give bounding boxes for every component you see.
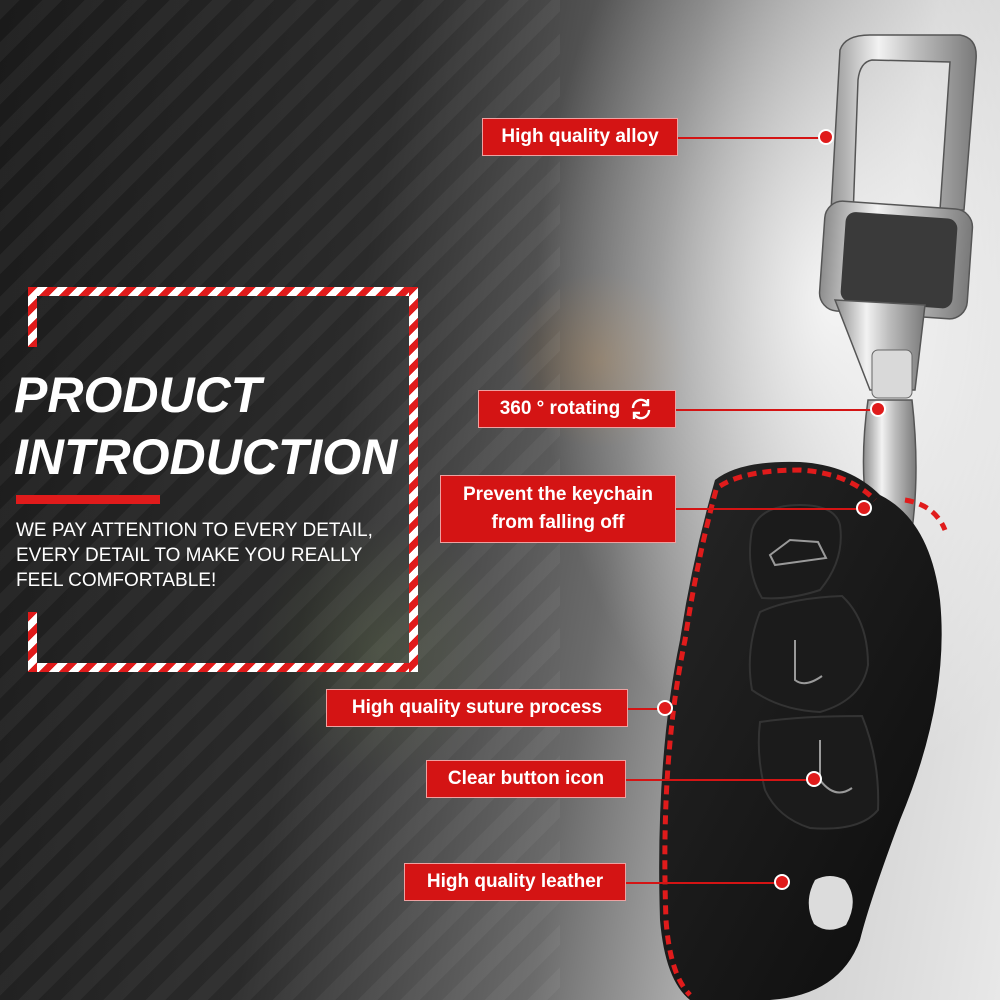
callout-prevent-dot (856, 500, 872, 516)
callout-suture-line (628, 708, 660, 710)
callout-clear-button-icon: Clear button icon (426, 760, 626, 798)
callout-leather-label: High quality leather (426, 871, 604, 892)
callout-suture-label: High quality suture process (351, 697, 603, 718)
rotate-arrows-icon (632, 398, 651, 420)
callout-leather-dot (774, 874, 790, 890)
intro-frame-right (409, 287, 418, 672)
callout-prevent-line (676, 508, 860, 510)
callout-alloy-line (678, 137, 826, 139)
callout-high-quality-alloy: High quality alloy (482, 118, 678, 156)
callout-rotating-line (676, 409, 872, 411)
intro-title-line1: PRODUCT (14, 367, 262, 423)
carabiner (818, 34, 977, 531)
callout-high-quality-leather: High quality leather (404, 863, 626, 901)
intro-frame-left-top (28, 287, 37, 347)
intro-title-line2: INTRODUCTION (14, 429, 398, 485)
callout-360-rotating: 360 ° rotating (478, 390, 676, 428)
leather-case (659, 461, 948, 1000)
callout-prevent-falling: Prevent the keychain from falling off (440, 475, 676, 543)
callout-alloy-dot (818, 129, 834, 145)
callout-button-icon-label: Clear button icon (447, 768, 605, 789)
intro-description: WE PAY ATTENTION TO EVERY DETAIL, EVERY … (16, 520, 373, 591)
intro-frame-bottom (28, 663, 418, 672)
callout-rotating-label: 360 ° rotating (499, 398, 621, 419)
callout-rotating-dot (870, 401, 886, 417)
intro-accent-bar (16, 495, 160, 504)
callout-button-icon-dot (806, 771, 822, 787)
intro-frame-left-bottom (28, 612, 37, 672)
intro-frame-top (28, 287, 418, 296)
callout-button-icon-line (626, 779, 808, 781)
callout-leather-line (626, 882, 776, 884)
callout-prevent-line2: from falling off (491, 512, 625, 533)
callout-suture-dot (657, 700, 673, 716)
callout-prevent-line1: Prevent the keychain (462, 484, 654, 505)
callout-alloy-label: High quality alloy (501, 126, 659, 147)
callout-suture-process: High quality suture process (326, 689, 628, 727)
